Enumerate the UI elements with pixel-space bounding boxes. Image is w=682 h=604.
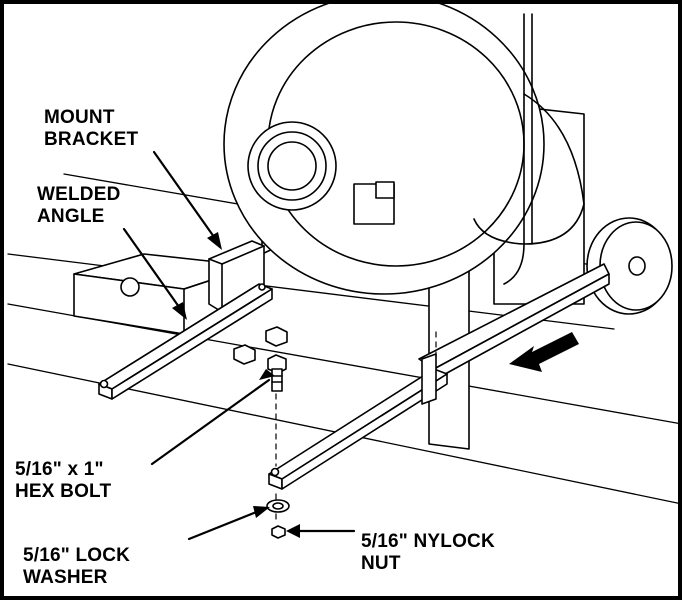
- nylock-nut-part: [271, 525, 286, 539]
- drum: [223, 4, 545, 295]
- right-angle-part: [268, 353, 448, 490]
- leader-lines: [122, 150, 356, 541]
- wheel: [586, 217, 673, 315]
- assembly-drawing: [7, 4, 682, 541]
- lock-washer-label: 5/16" LOCK WASHER: [23, 545, 131, 588]
- lock-washer-part: [266, 499, 290, 513]
- welded-angle-part: [98, 283, 273, 400]
- mount-bracket-label: MOUNT BRACKET: [44, 107, 139, 150]
- frame-hex-nuts: [233, 326, 288, 365]
- handle-cord: [353, 13, 585, 285]
- hex-bolt-part: [267, 354, 287, 392]
- nylock-nut-label: 5/16" NYLOCK NUT: [361, 531, 495, 574]
- direction-arrow-icon: [509, 332, 579, 372]
- leader-arrowheads: [172, 232, 300, 538]
- welded-angle-label: WELDED ANGLE: [37, 184, 121, 227]
- hex-bolt-label: 5/16" x 1" HEX BOLT: [15, 459, 112, 502]
